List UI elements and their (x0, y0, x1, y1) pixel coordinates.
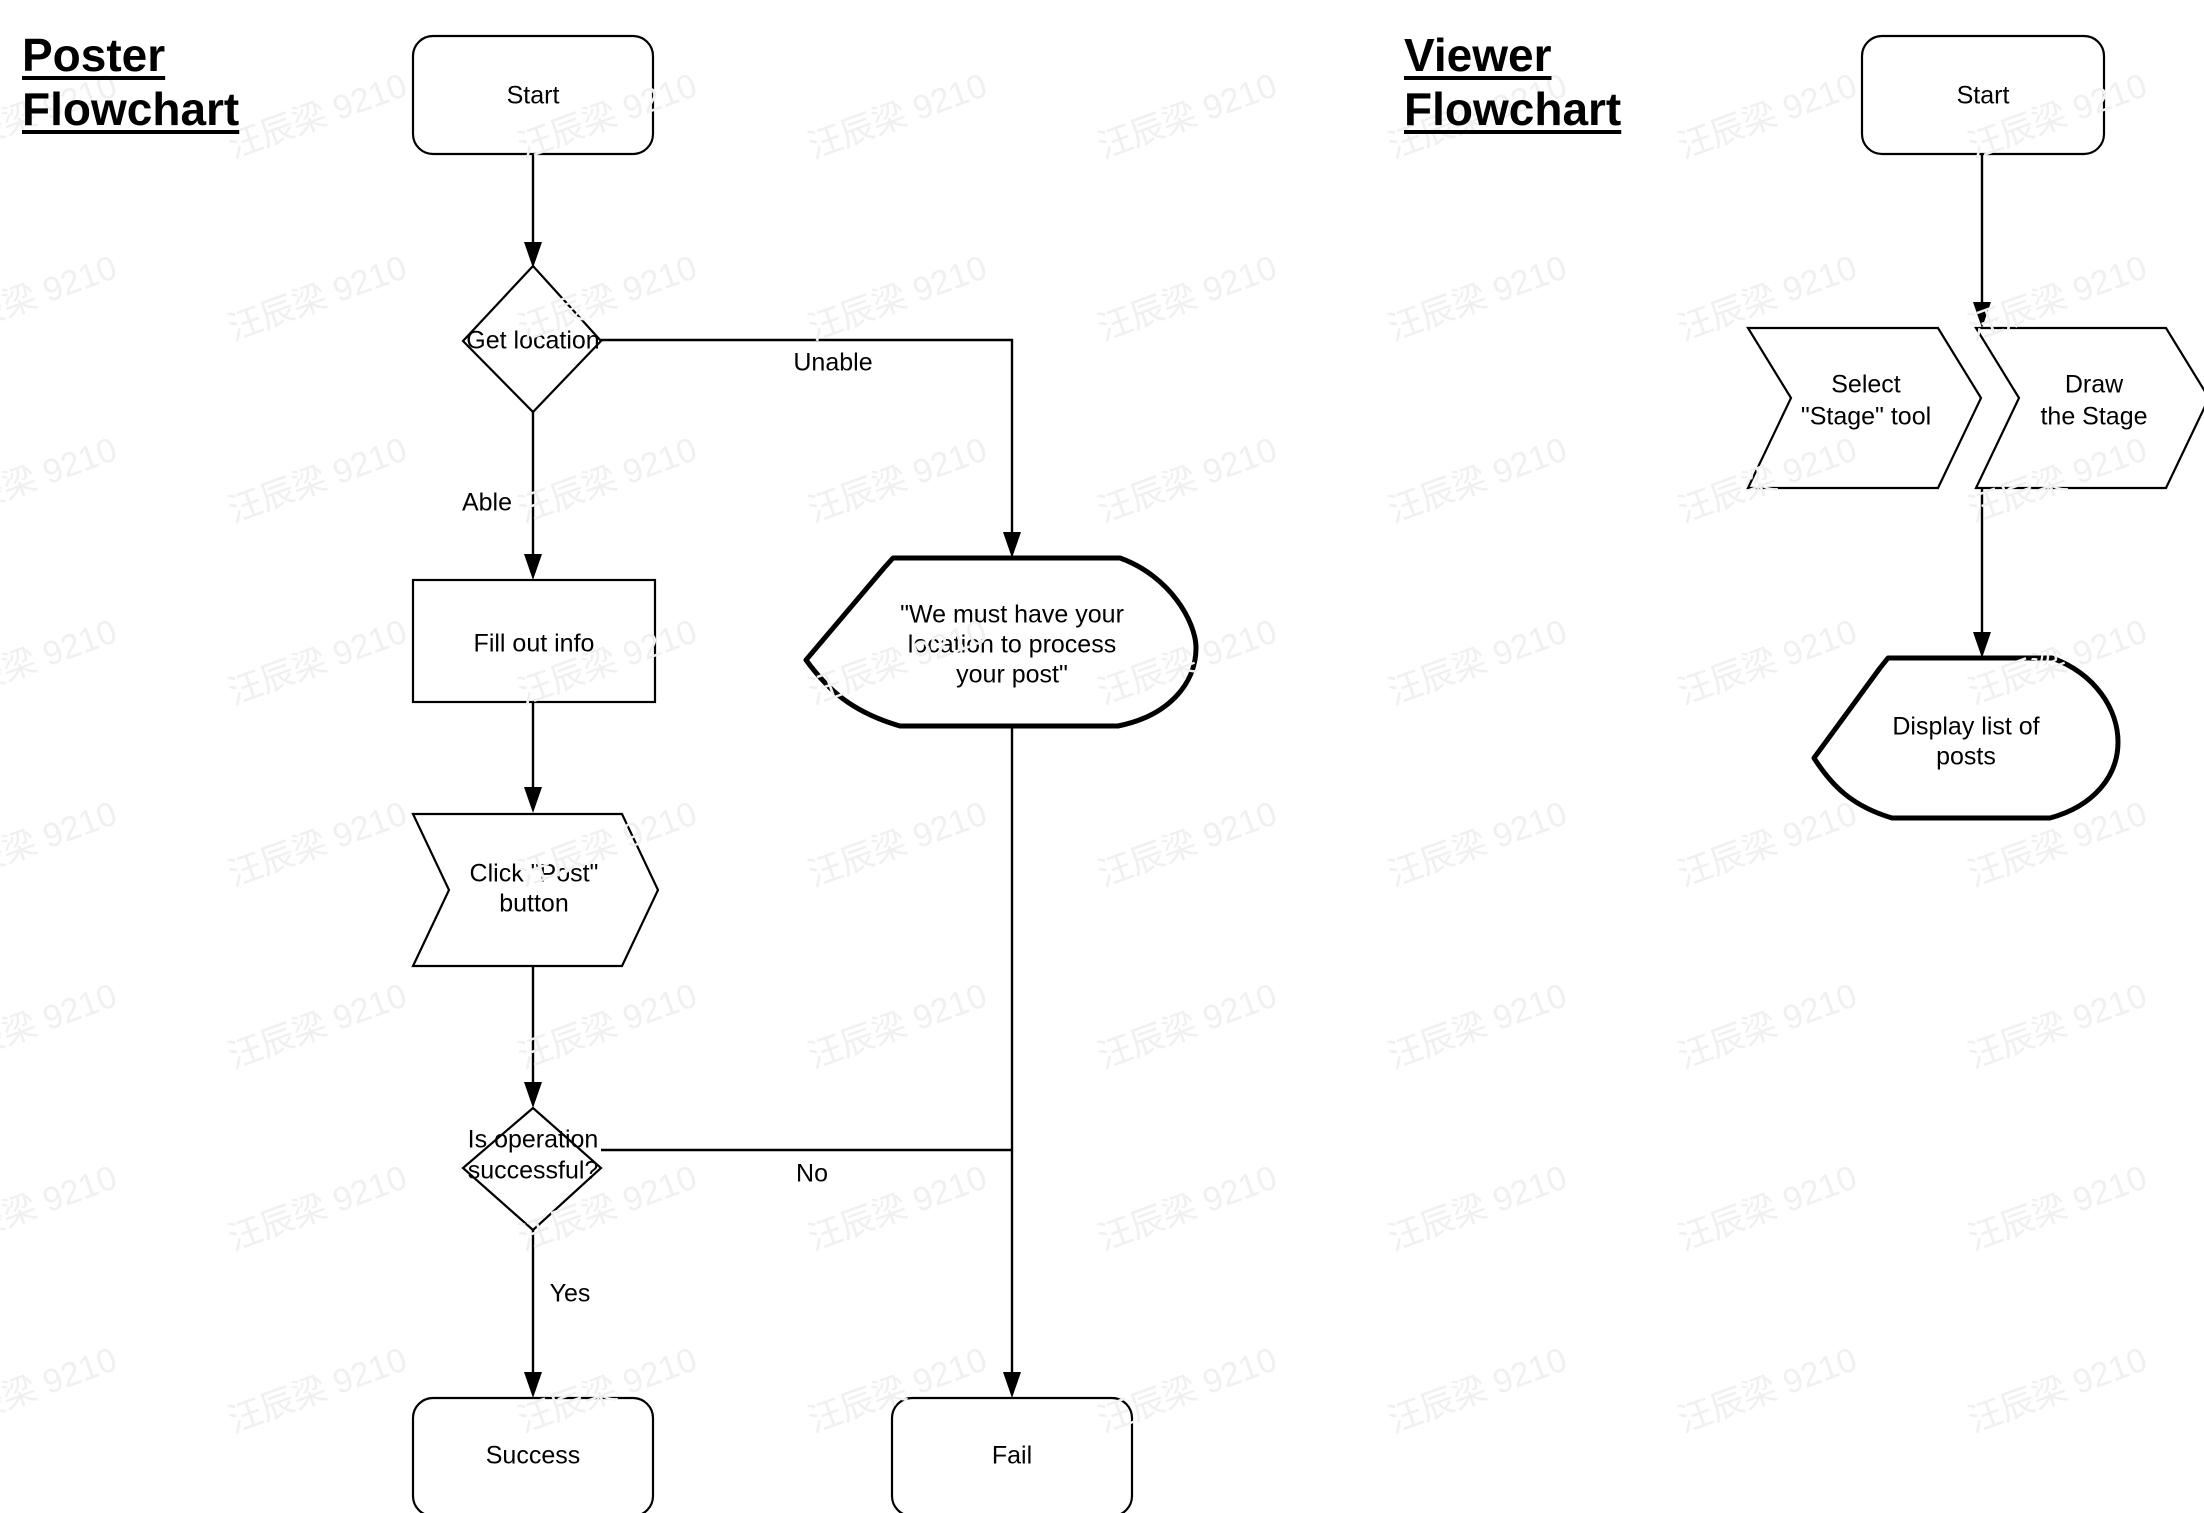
edge-fill-to-click (524, 702, 542, 813)
node-fill-out-info-label: Fill out info (474, 630, 595, 658)
node-fail[interactable]: Fail (890, 1396, 1134, 1513)
poster-edges: Able Unable Yes (462, 152, 1021, 1398)
edge-label-yes: Yes (550, 1280, 591, 1308)
node-location-message[interactable]: "We must have your location to process y… (803, 555, 1199, 729)
node-draw-stage-line2: the Stage (2040, 403, 2147, 431)
node-operation-line2: successful? (468, 1157, 599, 1185)
viewer-nodes: Start Select "Stage" tool Draw the Stage… (1746, 34, 2204, 821)
node-draw-the-stage[interactable]: Draw the Stage (1974, 326, 2204, 490)
node-display-posts-line1: Display list of (1892, 713, 2039, 741)
node-display-list-of-posts[interactable]: Display list of posts (1811, 655, 2121, 821)
node-start-poster-label: Start (507, 82, 560, 110)
edge-click-to-question (524, 966, 542, 1108)
poster-title-line1: Poster (22, 29, 166, 81)
edge-question-to-fail: No (601, 1148, 1012, 1188)
poster-title-line2: Flowchart (22, 83, 240, 136)
node-location-message-line2: location to process (908, 631, 1116, 659)
node-get-location[interactable]: Get location (461, 264, 603, 414)
node-select-stage-line1: Select (1831, 371, 1901, 399)
node-fail-label: Fail (992, 1442, 1032, 1470)
edge-getloc-to-message: Unable (600, 338, 1021, 558)
poster-nodes: Start Get location Fill out info Click "… (411, 34, 1199, 1513)
node-location-message-line1: "We must have your (900, 601, 1124, 629)
node-fill-out-info[interactable]: Fill out info (411, 578, 657, 704)
node-location-message-line3: your post" (956, 661, 1068, 689)
node-draw-stage-line1: Draw (2065, 371, 2124, 399)
viewer-edges (1973, 152, 1991, 658)
viewer-title-line2: Flowchart (1404, 83, 1622, 136)
edge-viewer-draw-to-display (1973, 487, 1991, 658)
node-start-viewer[interactable]: Start (1860, 34, 2106, 156)
edge-question-to-success: Yes (524, 1228, 590, 1398)
node-display-posts-line2: posts (1936, 743, 1996, 771)
node-success[interactable]: Success (411, 1396, 655, 1513)
viewer-flowchart-title: Viewer Flowchart (1404, 28, 1621, 137)
node-click-post-line1: Click "Post" (470, 860, 599, 888)
node-select-stage-line2: "Stage" tool (1801, 403, 1931, 431)
node-is-operation-successful[interactable]: Is operation successful? (461, 1106, 603, 1232)
node-click-post-button[interactable]: Click "Post" button (411, 812, 660, 968)
node-select-stage-tool[interactable]: Select "Stage" tool (1746, 326, 1983, 490)
edge-label-unable: Unable (793, 349, 872, 377)
edge-viewer-start-to-draw (1973, 152, 1991, 328)
node-operation-line1: Is operation (468, 1126, 599, 1154)
edge-label-no: No (796, 1160, 828, 1188)
node-start-poster[interactable]: Start (411, 34, 655, 156)
viewer-title-line1: Viewer (1404, 29, 1552, 81)
edge-message-to-fail (1003, 726, 1021, 1398)
poster-flowchart-title: Poster Flowchart (22, 28, 239, 137)
edge-label-able: Able (462, 489, 512, 517)
node-click-post-line2: button (499, 890, 569, 918)
edge-start-to-getloc (524, 152, 542, 268)
node-start-viewer-label: Start (1957, 82, 2010, 110)
node-success-label: Success (486, 1442, 580, 1470)
edge-getloc-to-fill: Able (462, 410, 542, 580)
node-get-location-label: Get location (466, 327, 599, 355)
